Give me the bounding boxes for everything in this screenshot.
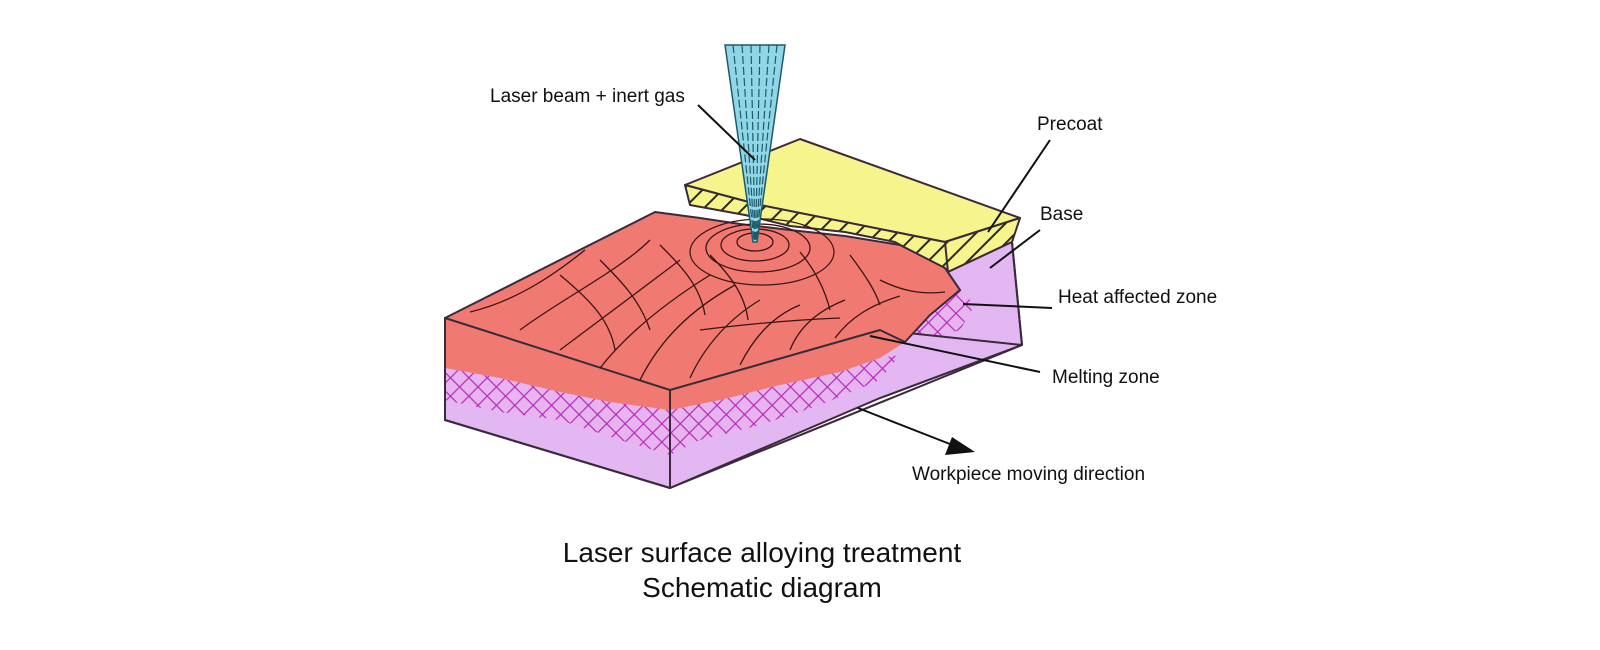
melting-zone-left-face [445,318,670,410]
leader-haz [962,303,1053,309]
label-laser-beam: Laser beam + inert gas [490,86,685,107]
direction-arrow-line [857,407,956,447]
labels: Laser beam + inert gas Precoat Base Heat… [490,86,1217,485]
leader-lines [697,104,1053,455]
laser-beam [724,44,786,243]
label-precoat: Precoat [1037,114,1103,135]
leader-precoat [987,139,1051,233]
melt-pool-patterns [469,239,946,381]
workpiece-front [444,241,1023,489]
heat-affected-zone-left [445,368,670,455]
label-heat-affected-zone: Heat affected zone [1058,287,1217,308]
label-base: Base [1040,204,1083,225]
caption: Laser surface alloying treatment Schemat… [563,537,962,603]
leader-base [989,229,1041,269]
laser-beam-cone [724,44,786,243]
caption-line-2: Schematic diagram [642,572,882,603]
label-melting-zone: Melting zone [1052,367,1160,388]
leader-laser [697,104,756,161]
label-moving-direction: Workpiece moving direction [912,464,1145,485]
caption-line-1: Laser surface alloying treatment [563,537,962,568]
melting-zone-front-face [670,330,905,410]
direction-arrow-icon [945,437,975,455]
leader-melt [869,335,1041,373]
melting-zone-top [444,211,961,391]
heat-affected-zone-front [670,355,900,455]
